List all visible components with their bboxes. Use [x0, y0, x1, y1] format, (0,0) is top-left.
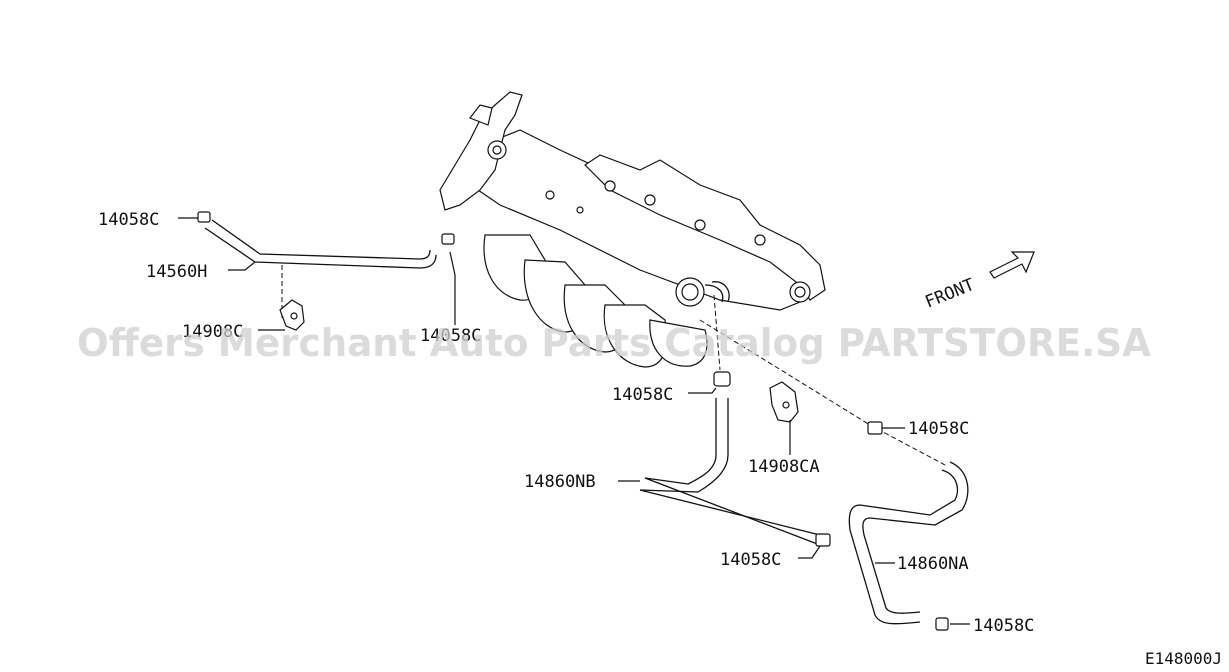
watermark-text: Offers Merchant Auto Parts Catalog PARTS…	[77, 321, 1152, 365]
leader-lines	[178, 217, 970, 625]
label-bracket-ca: 14908CA	[748, 457, 820, 477]
label-hose-h: 14560H	[146, 262, 207, 282]
label-clamp-lower: 14058C	[720, 550, 781, 570]
guide-line	[699, 319, 946, 466]
front-label: FRONT	[922, 275, 977, 313]
label-clamp-bottom-right: 14058C	[973, 616, 1034, 636]
label-bracket-left: 14908C	[182, 322, 243, 342]
leader-line	[449, 251, 456, 305]
hose-14560h	[204, 219, 437, 269]
label-clamp-mid-left: 14058C	[420, 326, 481, 346]
clamp-icon	[197, 211, 455, 245]
callout-labels: 14058C 14560H 14908C 14058C 14058C 14908…	[98, 210, 1034, 636]
label-clamp-center: 14058C	[612, 385, 673, 405]
label-hose-nb: 14860NB	[524, 472, 596, 492]
label-clamp-right: 14058C	[908, 419, 969, 439]
clamp-icon	[867, 421, 883, 435]
hose-14860nb	[639, 371, 831, 547]
diagram-code: E148000J	[1145, 649, 1222, 668]
front-arrow-icon	[989, 251, 1035, 279]
bracket-14908c	[279, 265, 305, 331]
hose-14860na	[848, 461, 969, 631]
bracket-14908ca	[769, 381, 799, 455]
intake-manifold	[439, 91, 826, 368]
label-hose-na: 14860NA	[897, 554, 969, 574]
label-clamp-top-left: 14058C	[98, 210, 159, 230]
guide-line	[713, 294, 721, 371]
